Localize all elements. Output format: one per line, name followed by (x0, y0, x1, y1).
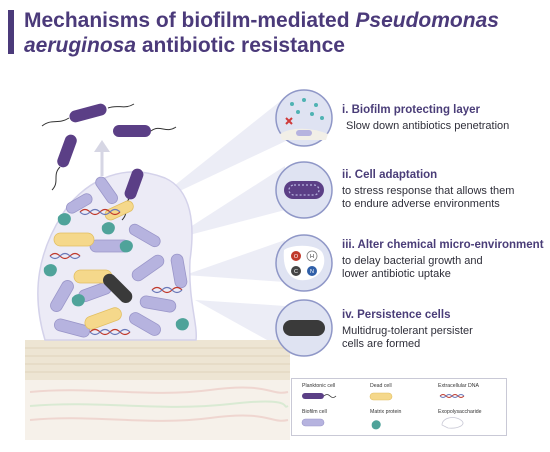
dna-strand (49, 252, 81, 260)
biofilm-cell (170, 253, 188, 289)
mechanism-icons: O H C N (275, 89, 333, 357)
mechanism-3-desc-line2: lower antibiotic uptake (342, 268, 451, 280)
beam-2 (170, 166, 285, 240)
biofilm-cell (129, 312, 161, 336)
mechanism-4-desc-line1: Multidrug-tolerant persister (342, 325, 473, 337)
dead-cell (53, 232, 95, 247)
icon-chemical-environment: O H C N (275, 234, 333, 292)
tissue-bottom-layer (25, 380, 290, 440)
legend-swatches (301, 392, 465, 430)
icon-persistence-cell (275, 299, 333, 357)
legend-edna-label: Extracellular DNA (438, 383, 479, 389)
legend-matrix-swatch (371, 420, 381, 430)
legend-biofilm-label: Biofilm cell (302, 409, 327, 415)
mechanism-3-title: iii. Alter chemical micro-environment (342, 239, 544, 251)
mechanism-4-title: iv. Persistence cells (342, 309, 451, 321)
dna-strand (151, 286, 183, 294)
dna-strand (79, 208, 121, 216)
dead-cell (84, 307, 122, 330)
mechanism-1-title: i. Biofilm protecting layer (342, 104, 481, 116)
planktonic-cell (57, 134, 77, 168)
mechanism-2-desc-line2: to endure adverse environments (342, 198, 500, 210)
matrix-protein (71, 294, 85, 307)
mechanism-2-title: ii. Cell adaptation (342, 169, 438, 181)
legend-matrix-label: Matrix protein (370, 409, 402, 415)
icon-cell-adaptation (275, 161, 333, 219)
matrix-protein (119, 240, 133, 253)
legend-exopoly-swatch (441, 417, 464, 429)
title-italic-genus: Pseudomonas (355, 9, 499, 32)
matrix-proteins (43, 213, 189, 331)
dispersal-arrow (94, 140, 110, 176)
beam-3 (185, 240, 285, 282)
legend-dead-label: Dead cell (370, 383, 392, 389)
mechanism-2-desc-line1: to stress response that allows them (342, 185, 515, 197)
beam-4 (195, 300, 285, 350)
connector-beams (150, 95, 288, 350)
matrix-protein (101, 222, 115, 235)
chemical-c-atom (291, 266, 301, 276)
chemical-h-atom (306, 250, 318, 262)
legend-edna-swatch (439, 394, 465, 398)
dead-cell (104, 200, 134, 221)
biofilm-cell (95, 176, 118, 204)
chemical-label-n: N (310, 269, 314, 275)
legend-box: Planktonic cell Dead cell Extracellular … (291, 378, 507, 436)
chemical-label-c: C (294, 269, 298, 275)
biofilm-cells (50, 176, 188, 338)
biofilm-cell (54, 318, 90, 338)
legend-biofilm-swatch (301, 418, 325, 427)
title-part-2: antibiotic resistance (136, 34, 345, 57)
biofilm-cell (139, 295, 177, 313)
legend-dead-swatch (369, 392, 393, 401)
chemical-label-h: H (310, 254, 314, 260)
icon-protecting-layer (275, 89, 333, 147)
legend-exopoly-label: Exopolysaccharide (438, 409, 482, 415)
title-accent-bar (8, 10, 14, 54)
biofilm-cell (65, 193, 93, 214)
planktonic-cells (41, 103, 177, 221)
tissue-top-layer (25, 340, 290, 380)
beam-1 (150, 95, 288, 205)
title-part-1: Mechanisms of biofilm-mediated (24, 9, 356, 32)
matrix-protein (175, 318, 189, 331)
biofilm-cell (131, 254, 165, 282)
dead-cells (53, 200, 134, 330)
matrix-protein (57, 213, 71, 226)
planktonic-cell (113, 125, 151, 137)
chemical-label-o: O (294, 254, 299, 260)
title-italic-species: aeruginosa (24, 34, 137, 57)
chemical-o-atom (291, 251, 301, 261)
extracellular-dna (49, 208, 183, 336)
mechanism-3-desc-line1: to delay bacterial growth and (342, 255, 483, 267)
matrix-protein (43, 264, 57, 277)
mechanism-1-desc: Slow down antibiotics penetration (346, 120, 510, 132)
chemical-n-atom (307, 266, 317, 276)
legend-planktonic-label: Planktonic cell (302, 383, 336, 389)
biofilm-cell (128, 223, 161, 248)
figure-title: Mechanisms of biofilm-mediated Pseudomon… (24, 8, 544, 58)
biofilm-cell (50, 280, 74, 312)
legend-planktonic-swatch (302, 393, 324, 399)
persister-cell (103, 273, 133, 303)
mechanism-4-desc-line2: cells are formed (342, 338, 421, 350)
tissue-substrate (25, 340, 290, 440)
planktonic-cell (124, 168, 144, 200)
dna-strand (89, 328, 131, 336)
planktonic-cell (69, 103, 107, 123)
